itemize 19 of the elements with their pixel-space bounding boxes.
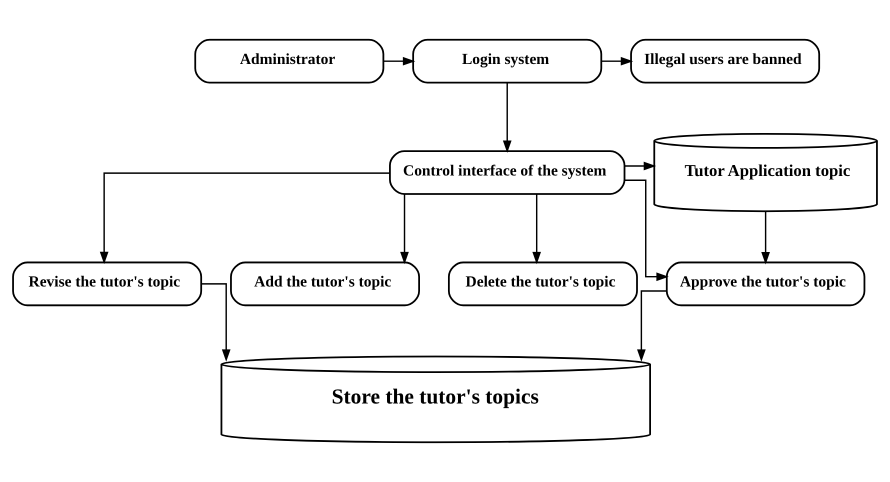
arrow (761, 211, 770, 264)
arrow (624, 162, 656, 170)
node-box: Illegal users are banned (630, 38, 820, 84)
arrow (637, 290, 667, 362)
node-box: Approve the tutor's topic (666, 262, 866, 306)
arrow (384, 56, 416, 66)
arrow (202, 283, 231, 362)
arrow (602, 56, 634, 66)
arrow (502, 82, 512, 153)
arrow (624, 180, 669, 282)
node-box: Revise the tutor's topic (12, 262, 202, 306)
node-box: Add the tutor's topic (230, 262, 420, 306)
arrow (532, 194, 542, 264)
node-box: Delete the tutor's topic (448, 262, 638, 306)
node-box: Login system (412, 38, 602, 84)
arrow (400, 194, 409, 264)
node-box: Control interface of the system (389, 150, 626, 195)
arrow (100, 172, 390, 264)
node-box: Administrator (194, 38, 384, 84)
